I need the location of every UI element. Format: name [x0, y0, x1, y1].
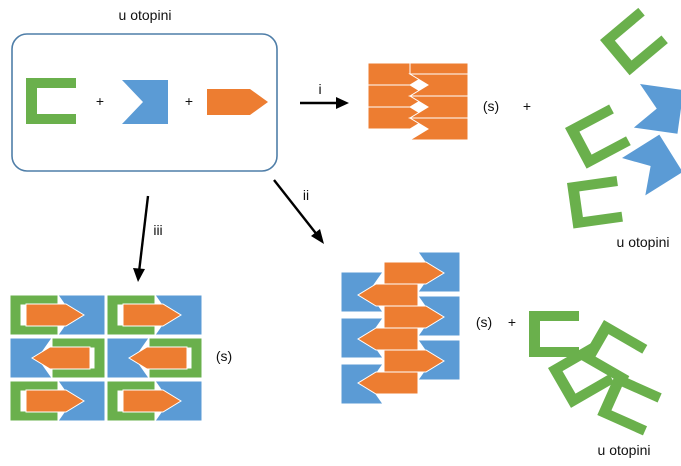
- plus-sign-1: +: [96, 93, 104, 109]
- blue-orange-solid-product: [340, 251, 461, 405]
- label-in-solution-right-bottom: u otopini: [598, 442, 651, 458]
- label-solid-ii: (s): [476, 314, 492, 330]
- green-component: [26, 78, 76, 124]
- label-arrow-i: i: [318, 81, 321, 97]
- label-in-solution-top: u otopini: [119, 7, 172, 23]
- plus-sign-i: +: [523, 98, 531, 114]
- label-in-solution-right-top: u otopini: [617, 234, 670, 250]
- label-solid-iii: (s): [216, 348, 232, 364]
- arrow-i: [300, 97, 349, 109]
- label-arrow-ii: ii: [303, 187, 309, 203]
- three-component-solid-product: [9, 294, 203, 422]
- blue-component: [122, 80, 168, 124]
- plus-sign-ii: +: [508, 314, 516, 330]
- scattered-pieces-top: [565, 7, 681, 229]
- label-solid-i: (s): [483, 98, 499, 114]
- arrow-ii: [273, 179, 324, 244]
- scattered-pieces-bottom: [529, 311, 662, 436]
- arrow-iii: [133, 195, 150, 282]
- plus-sign-2: +: [185, 93, 193, 109]
- label-arrow-iii: iii: [153, 222, 162, 238]
- orange-solid-product: [367, 62, 469, 141]
- orange-component: [207, 89, 268, 115]
